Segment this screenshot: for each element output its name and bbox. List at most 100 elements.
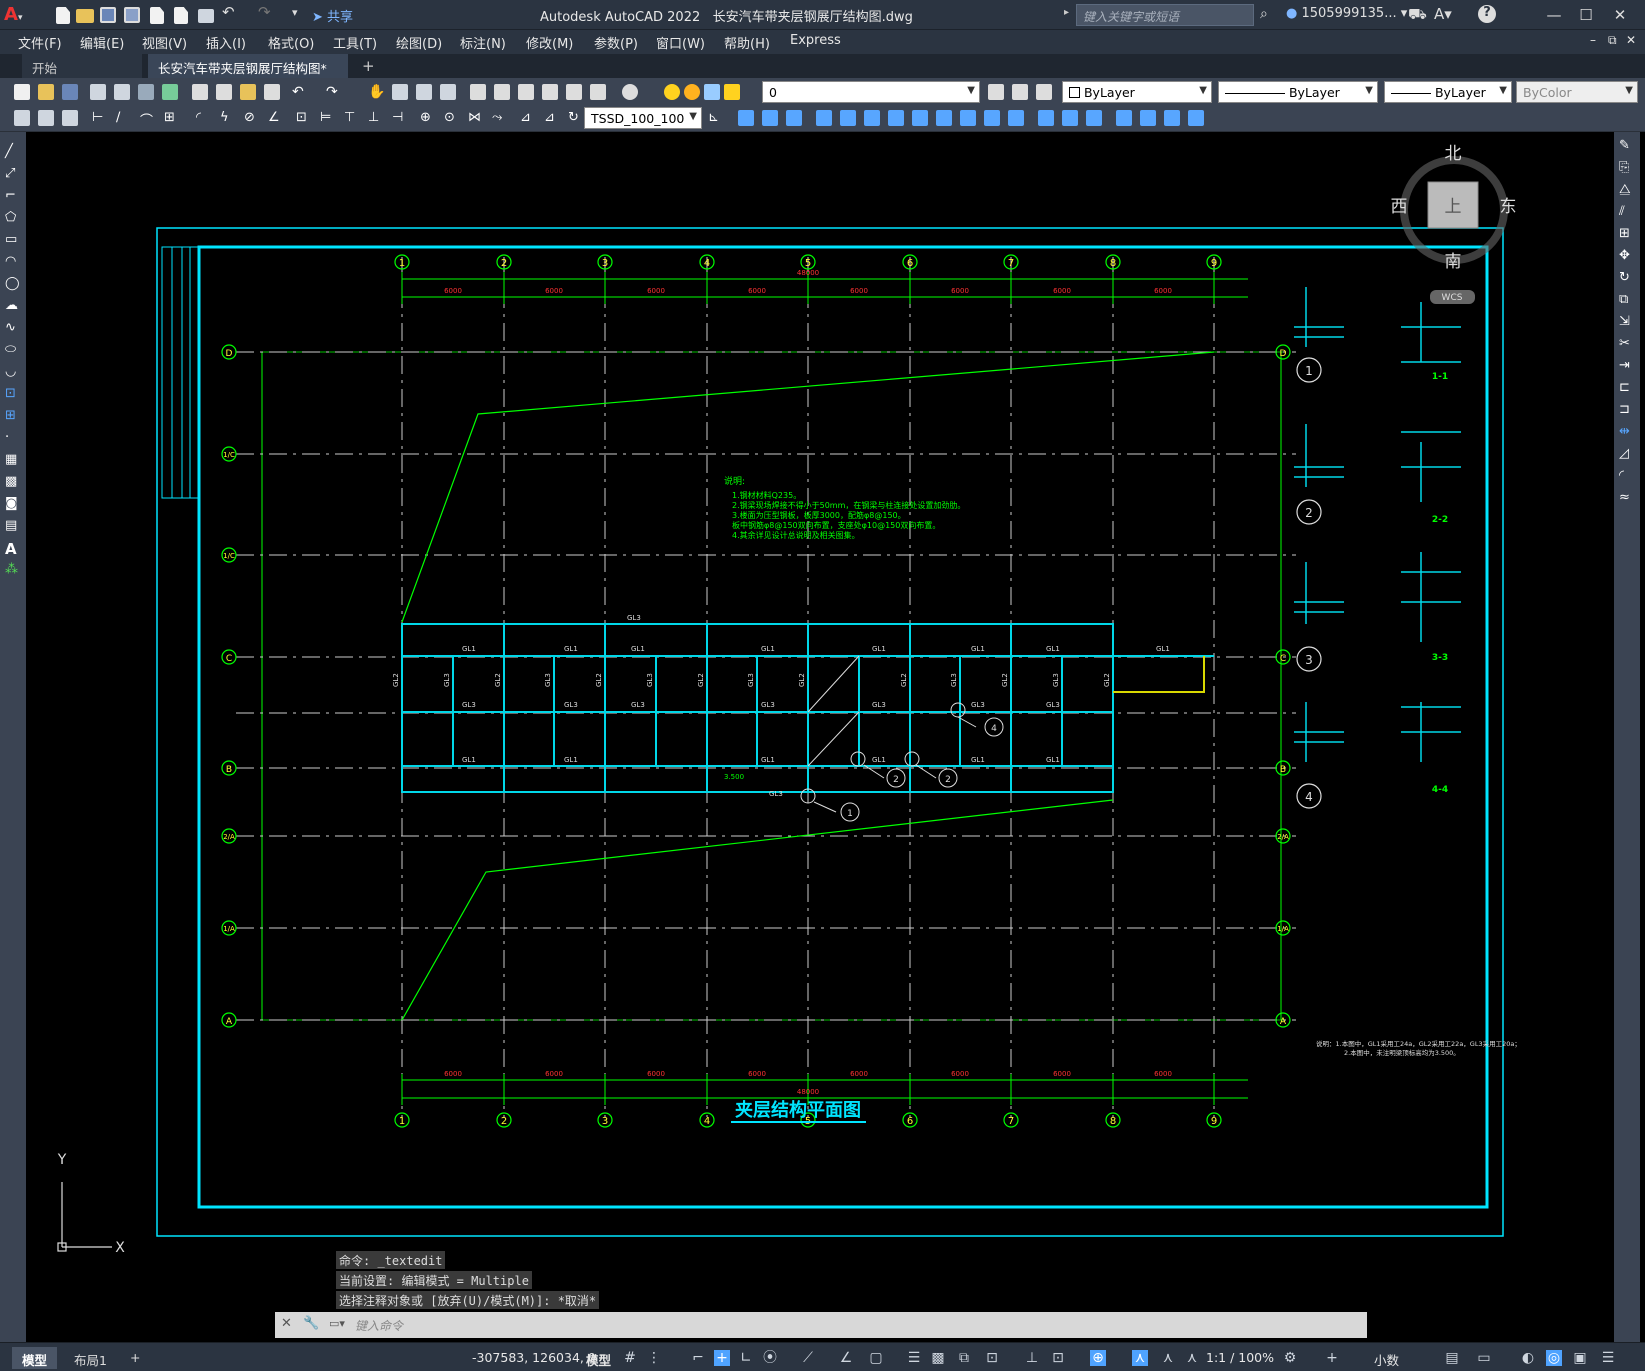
annotation-monitor-icon[interactable]: + [1326, 1350, 1338, 1366]
tb-rotate-icon[interactable] [888, 110, 904, 126]
table-icon[interactable]: ▤ [5, 518, 18, 533]
hardware-acceleration-icon[interactable]: ◎ [1546, 1350, 1562, 1366]
tb-space-icon[interactable]: ⊥ [368, 110, 380, 125]
tb-toolpalettes-icon[interactable] [518, 84, 534, 100]
tb-zoom-realtime-icon[interactable] [392, 84, 408, 100]
tb-stretch-icon[interactable] [936, 110, 952, 126]
break-icon[interactable]: ⊐ [1619, 402, 1630, 417]
lock-ui-icon[interactable]: ▭ [1477, 1350, 1491, 1366]
search-icon[interactable]: ⌕ [1260, 6, 1268, 22]
menu-view[interactable]: 视图(V) [142, 37, 188, 52]
tb-redo-icon[interactable]: ↷ [326, 84, 338, 100]
customize-qa-icon[interactable]: ▾ [292, 6, 298, 19]
tb-designcenter-icon[interactable] [494, 84, 510, 100]
tb-linear-icon[interactable]: ⊢ [92, 110, 104, 125]
linetype-dropdown[interactable]: ByLayer▼ [1218, 81, 1378, 103]
tb-erase-icon[interactable] [738, 110, 754, 126]
doc-minimize-icon[interactable]: – [1590, 33, 1596, 47]
tb-join-icon[interactable] [1038, 110, 1054, 126]
tb-centermark-icon[interactable]: ⊙ [444, 110, 455, 125]
command-input[interactable]: 键入命令 [355, 1319, 404, 1333]
move-icon[interactable]: ✥ [1619, 248, 1630, 263]
tb-dimedit-icon[interactable]: ⊿ [520, 110, 531, 125]
tb-ordinate-icon[interactable]: ⊞ [164, 110, 175, 125]
tb-move-icon[interactable] [864, 110, 880, 126]
doc-restore-icon[interactable]: ⧉ [1608, 33, 1617, 47]
menu-modify[interactable]: 修改(M) [526, 37, 574, 52]
tb-help-icon[interactable] [622, 84, 638, 100]
rotate-icon[interactable]: ↻ [1619, 270, 1630, 285]
command-line[interactable]: ✕ 🔧 ▭▾ 键入命令 [275, 1312, 1367, 1338]
tab-model[interactable]: 模型 [12, 1347, 58, 1369]
open-file-icon[interactable] [76, 9, 94, 23]
dynamic-input-icon[interactable]: + [714, 1350, 730, 1366]
tb-publish-icon[interactable] [138, 84, 154, 100]
trim-icon[interactable]: ✂ [1619, 336, 1630, 351]
viewcube-ring[interactable] [1400, 156, 1508, 264]
application-menu-button[interactable]: A▾ [4, 4, 23, 25]
open-from-web-icon[interactable] [150, 7, 164, 24]
viewcube-top[interactable]: 上 [1445, 197, 1462, 217]
minimize-button[interactable]: — [1546, 6, 1562, 24]
menu-parametric[interactable]: 参数(P) [594, 37, 638, 52]
make-block-icon[interactable]: ⊞ [5, 408, 16, 423]
tb-copy-icon[interactable] [216, 84, 232, 100]
help-icon[interactable]: ? [1478, 5, 1496, 23]
tb-array-icon[interactable] [840, 110, 856, 126]
tb-baseline-icon[interactable]: ⊨ [320, 110, 332, 125]
erase-icon[interactable]: ✎ [1619, 138, 1630, 153]
tb-explode-icon[interactable] [1116, 110, 1132, 126]
tb-pan-icon[interactable]: ✋ [368, 84, 386, 100]
line-icon[interactable]: ╱ [5, 144, 13, 159]
snap-icon[interactable]: ⋮ [647, 1350, 661, 1366]
ellipse-arc-icon[interactable]: ◡ [5, 364, 17, 379]
layer-on-icon[interactable] [664, 84, 680, 100]
close-command-icon[interactable]: ✕ [281, 1316, 292, 1331]
tb-inspect-icon[interactable]: ⋈ [468, 110, 481, 125]
viewcube-north[interactable]: 北 [1445, 144, 1462, 164]
annotation-scale-icon[interactable]: ⋏ [1186, 1350, 1198, 1366]
dimstyle-dropdown[interactable]: TSSD_100_100▼ [584, 107, 702, 129]
scale-icon[interactable]: ⧉ [1619, 292, 1629, 307]
tb-copyobj-icon[interactable] [762, 110, 778, 126]
clean-screen-icon[interactable]: ▣ [1573, 1350, 1587, 1366]
tb-scale-icon[interactable] [912, 110, 928, 126]
coordinate-readout[interactable]: -307583, 126034, 0 [472, 1350, 596, 1365]
ellipse-icon[interactable]: ⬭ [5, 342, 17, 357]
search-input[interactable]: 键入关键字或短语 [1076, 4, 1254, 26]
layer-properties-icon[interactable] [988, 84, 1004, 100]
add-layout-icon[interactable]: + [130, 1350, 141, 1365]
tab-active-document[interactable]: 长安汽车带夹层钢展厅结构图* ✕ [148, 54, 348, 92]
tb-tolerance-icon[interactable]: ⊕ [420, 110, 431, 125]
make-current-layer-icon[interactable] [1012, 84, 1028, 100]
layer-vp-icon[interactable] [704, 84, 720, 100]
tb-dimupdate-icon[interactable]: ↻ [568, 110, 579, 125]
tb-cut-icon[interactable] [192, 84, 208, 100]
insert-block-icon[interactable]: ⊡ [5, 386, 16, 401]
units-selector[interactable]: 小数 [1374, 1353, 1400, 1368]
tb-3d-dwf-icon[interactable] [162, 84, 178, 100]
menu-edit[interactable]: 编辑(E) [80, 37, 125, 52]
polyline-icon[interactable]: ⌐ [5, 188, 16, 203]
tb-dimtedit-icon[interactable]: ⊿ [544, 110, 555, 125]
selection-filter-icon[interactable]: ⊡ [1052, 1350, 1064, 1366]
redo-icon[interactable]: ↷ [258, 3, 271, 21]
extend-icon[interactable]: ⇥ [1619, 358, 1630, 373]
wcs-menu[interactable] [1430, 290, 1475, 304]
gradient-icon[interactable]: ▩ [5, 474, 18, 489]
undo-icon[interactable]: ↶ [222, 3, 235, 21]
menu-file[interactable]: 文件(F) [18, 37, 62, 52]
rectangle-icon[interactable]: ▭ [5, 232, 18, 247]
tb-aligned-icon[interactable]: ∕ [116, 110, 121, 125]
workspace-gear-icon[interactable]: ⚙ [1283, 1350, 1297, 1366]
tb-align-icon[interactable] [1164, 110, 1180, 126]
polar-icon[interactable]: ⦿ [763, 1350, 777, 1366]
tb-trim-icon[interactable] [960, 110, 976, 126]
grid-icon[interactable]: # [624, 1350, 636, 1366]
tb-blend-icon[interactable] [1140, 110, 1156, 126]
tb-dim-aligned-icon[interactable] [38, 110, 54, 126]
selection-cycling-icon[interactable]: ⧉ [959, 1350, 969, 1366]
arc-icon[interactable]: ◠ [5, 254, 17, 269]
layer-lock-icon[interactable] [724, 84, 740, 100]
tb-offset-icon[interactable] [816, 110, 832, 126]
